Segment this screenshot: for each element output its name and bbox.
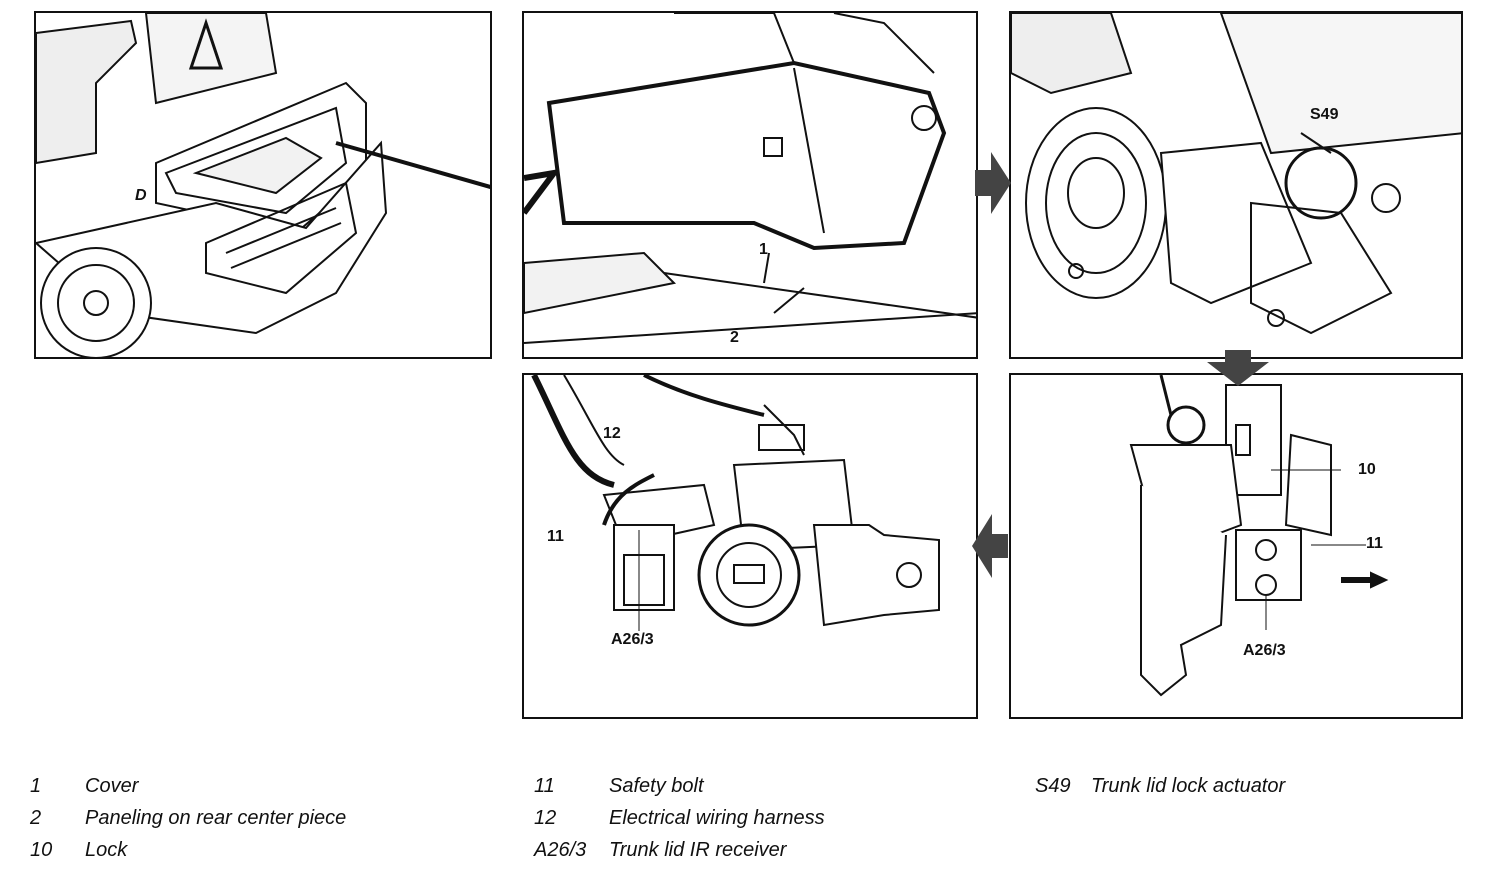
legend-item: 2 Paneling on rear center piece xyxy=(30,807,346,830)
callout-11-b: 11 xyxy=(1366,535,1383,552)
lock-illustration xyxy=(531,375,940,631)
legend-item: 10 Lock xyxy=(30,839,127,862)
legend-item: 1 Cover xyxy=(30,775,138,798)
sequence-arrow-down-icon xyxy=(1207,350,1269,386)
legend-item: 11 Safety bolt xyxy=(534,775,704,798)
panel-actuator: S49 xyxy=(1009,11,1463,359)
cover-illustration xyxy=(524,13,976,344)
legend-item: 12 Electrical wiring harness xyxy=(534,807,825,830)
legend-number: 11 xyxy=(534,775,555,797)
sequence-arrow-right-icon xyxy=(975,152,1011,214)
panel-cover: 1 2 xyxy=(522,11,978,359)
callout-d: D xyxy=(135,187,147,204)
legend-text: Electrical wiring harness xyxy=(609,807,825,829)
callout-11: 11 xyxy=(547,528,564,545)
legend-number: S49 xyxy=(1035,775,1071,797)
legend-text: Safety bolt xyxy=(609,775,704,797)
legend-text: Lock xyxy=(85,839,128,861)
actuator-illustration xyxy=(1011,13,1461,335)
legend-text: Trunk lid lock actuator xyxy=(1091,775,1286,797)
legend-item: S49 Trunk lid lock actuator xyxy=(1035,775,1285,798)
legend-text: Paneling on rear center piece xyxy=(85,807,347,829)
legend-number: 1 xyxy=(30,775,42,797)
sequence-arrow-left-icon xyxy=(972,514,1008,578)
legend-number: A26/3 xyxy=(534,839,587,861)
legend-number: 2 xyxy=(30,807,42,829)
callout-1: 1 xyxy=(759,241,768,258)
panel-lock-side: 10 11 A26/3 xyxy=(1009,373,1463,719)
callout-2: 2 xyxy=(730,329,739,346)
callout-10: 10 xyxy=(1358,461,1376,478)
legend-number: 10 xyxy=(30,839,53,861)
legend-text: Cover xyxy=(85,775,139,797)
callout-s49: S49 xyxy=(1310,106,1339,123)
callout-a263: A26/3 xyxy=(611,631,654,648)
car-trunk-illustration xyxy=(36,13,490,357)
legend-text: Trunk lid IR receiver xyxy=(609,839,787,861)
lock-side-illustration xyxy=(1129,375,1389,697)
callout-12: 12 xyxy=(603,425,621,442)
legend-number: 12 xyxy=(534,807,557,829)
callout-a263-b: A26/3 xyxy=(1243,642,1286,659)
panel-lock-detail: 12 11 A26/3 xyxy=(522,373,978,719)
panel-car-trunk: D xyxy=(34,11,492,359)
legend-item: A26/3 Trunk lid IR receiver xyxy=(534,839,786,862)
